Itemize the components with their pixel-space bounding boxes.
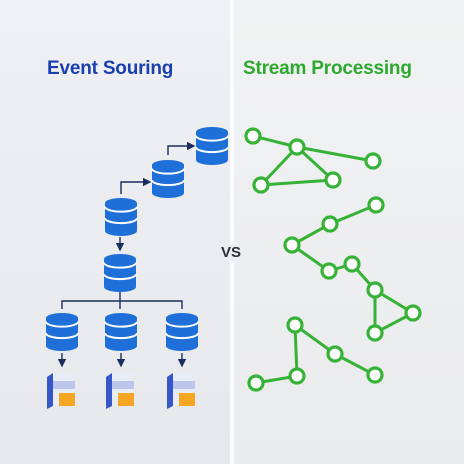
document-icon — [106, 373, 134, 409]
stream-node-icon — [283, 236, 301, 254]
vs-label: VS — [219, 244, 244, 261]
database-icon — [151, 160, 185, 198]
database-icon — [103, 254, 137, 292]
database-icon — [104, 313, 138, 351]
stream-node-icon — [288, 138, 306, 156]
database-icon — [45, 313, 79, 351]
document-icon — [167, 373, 195, 409]
arrow-step1-to-step2 — [120, 177, 152, 194]
stream-node-icon — [288, 367, 306, 385]
stream-processing-panel — [232, 0, 464, 464]
hub-branch-line — [61, 300, 183, 309]
stream-edge — [259, 145, 299, 187]
stream-node-icon — [324, 171, 342, 189]
database-icon — [195, 127, 229, 165]
document-icon — [47, 373, 75, 409]
stream-node-icon — [247, 374, 265, 392]
stream-node-icon — [320, 262, 338, 280]
database-icon — [104, 198, 138, 236]
stream-edge — [259, 178, 335, 187]
stream-node-icon — [404, 304, 422, 322]
stream-node-icon — [244, 127, 262, 145]
stream-node-icon — [252, 176, 270, 194]
stream-node-icon — [366, 324, 384, 342]
stream-node-icon — [367, 196, 385, 214]
arrow-step2-to-step3 — [167, 141, 196, 155]
panel-divider — [230, 0, 234, 464]
stream-processing-title: Stream Processing — [243, 58, 412, 79]
event-sourcing-title: Event Souring — [47, 58, 174, 79]
stream-node-icon — [366, 281, 384, 299]
stream-node-icon — [366, 366, 384, 384]
stream-node-icon — [326, 345, 344, 363]
database-icon — [165, 313, 199, 351]
stream-node-icon — [343, 255, 361, 273]
stream-edge — [295, 145, 375, 163]
stream-node-icon — [286, 316, 304, 334]
stream-node-icon — [364, 152, 382, 170]
stream-node-icon — [321, 215, 339, 233]
